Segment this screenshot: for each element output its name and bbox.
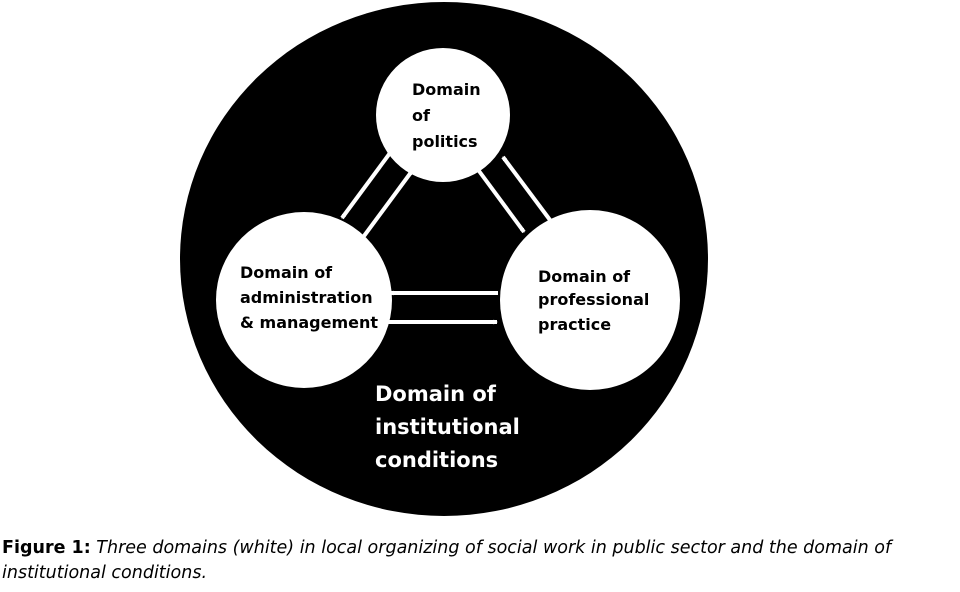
figure-caption: Figure 1: Three domains (white) in local…: [2, 536, 958, 586]
politics-circle: [376, 48, 510, 182]
professional-practice-label-line: professional: [538, 290, 649, 309]
administration-label-line: Domain of: [240, 263, 333, 282]
administration-label-line: & management: [240, 313, 378, 332]
institutional-conditions-label: Domain of institutional conditions: [375, 382, 527, 472]
politics-label-line: politics: [412, 132, 478, 151]
politics-label-line: Domain: [412, 80, 481, 99]
politics-label: Domain of politics: [412, 80, 486, 151]
domains-diagram: Domain of politics Domain of administrat…: [180, 2, 708, 516]
professional-practice-label-line: practice: [538, 315, 611, 334]
politics-label-line: of: [412, 106, 431, 125]
arrow-politics-to-professional: [477, 169, 526, 234]
professional-practice-circle: [500, 210, 680, 390]
administration-label: Domain of administration & management: [240, 263, 378, 332]
arrow-politics-to-administration: [340, 151, 392, 220]
administration-circle: [216, 212, 392, 388]
institutional-conditions-label-line: conditions: [375, 448, 498, 472]
institutional-conditions-label-line: institutional: [375, 415, 520, 439]
arrow-administration-to-politics: [362, 169, 414, 238]
arrow-professional-to-politics: [501, 155, 552, 222]
institutional-conditions-label-line: Domain of: [375, 382, 497, 406]
professional-practice-label-line: Domain of: [538, 267, 631, 286]
caption-text: Three domains (white) in local organizin…: [2, 538, 892, 583]
arrows: [340, 151, 552, 325]
caption-lead: Figure 1:: [2, 538, 91, 558]
professional-practice-label: Domain of professional practice: [538, 267, 655, 334]
administration-label-line: administration: [240, 288, 373, 307]
